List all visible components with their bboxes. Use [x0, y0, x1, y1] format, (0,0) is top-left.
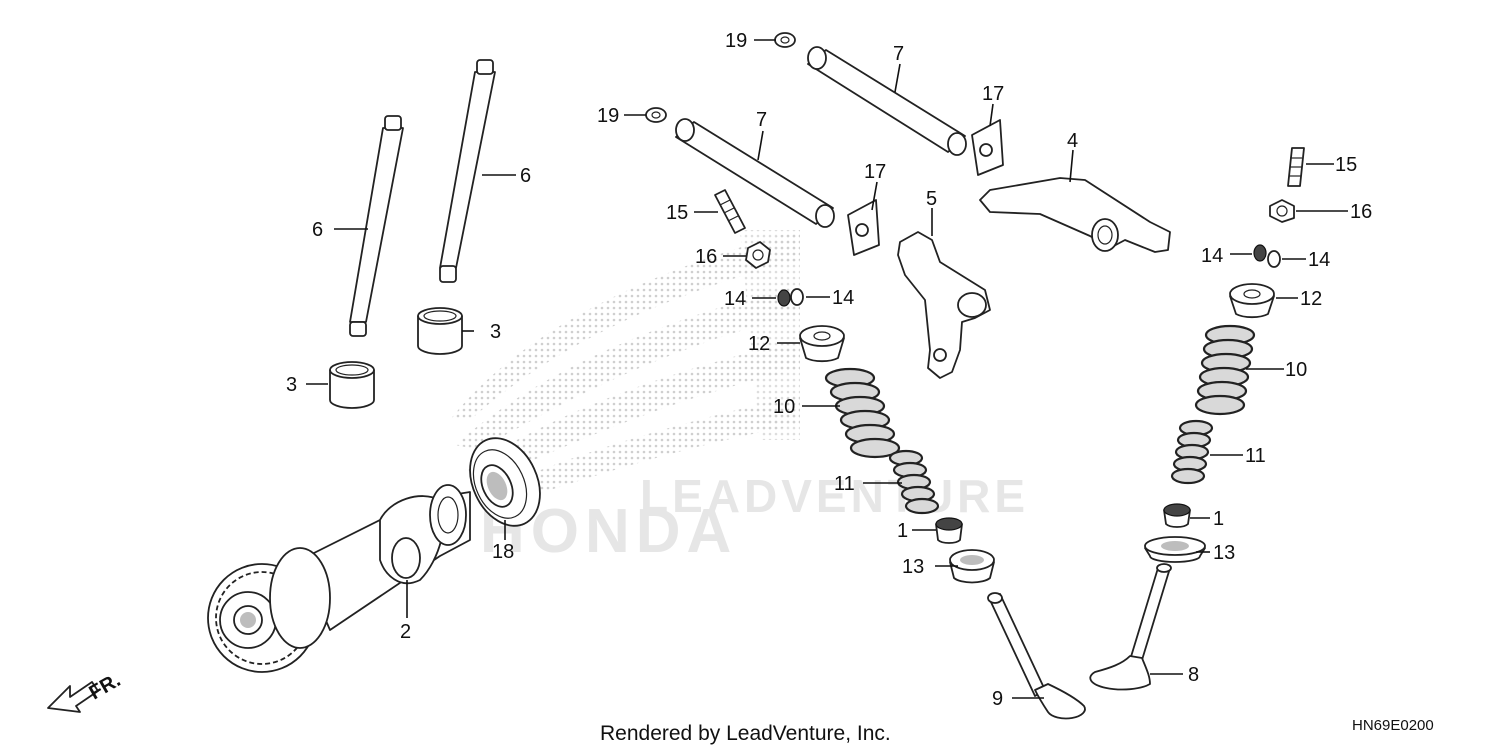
callout-17-upper: 17: [982, 83, 1004, 105]
callout-3-upper: 3: [490, 321, 501, 343]
shaft-plate-lower: [847, 199, 880, 256]
rocker-arm-right: [979, 177, 1171, 253]
spring-seat-left: [949, 549, 995, 584]
callout-5: 5: [926, 188, 937, 210]
callout-15-left: 15: [666, 202, 688, 224]
front-label: FR.: [86, 669, 125, 704]
callout-2: 2: [400, 621, 411, 643]
callout-18: 18: [492, 541, 514, 563]
valve-exhaust: [987, 592, 1086, 720]
lock-nut-right: [1269, 199, 1295, 223]
cotter-right-b: [1267, 250, 1281, 268]
callout-11-left: 11: [834, 473, 855, 495]
callout-12-left: 12: [748, 333, 770, 355]
stem-seal-right: [1163, 503, 1191, 528]
callout-6-right: 6: [520, 165, 531, 187]
inner-valve-spring-left: [888, 449, 940, 515]
bearing: [469, 437, 541, 527]
tappet-upper: [417, 307, 463, 355]
tappet-lower: [329, 361, 375, 409]
callout-1-left: 1: [897, 520, 908, 542]
callout-7-upper: 7: [893, 43, 904, 65]
spring-retainer-right: [1229, 283, 1275, 319]
callout-8: 8: [1188, 664, 1199, 686]
clip-lower: [645, 107, 667, 123]
callout-14-right-b: 14: [1308, 249, 1330, 271]
callout-16-right: 16: [1350, 201, 1372, 223]
callout-11-right: 11: [1245, 445, 1266, 467]
spring-seat-right: [1144, 536, 1206, 563]
cotter-left-b: [790, 288, 804, 306]
diagram-code: HN69E0200: [1352, 717, 1434, 734]
callout-13-right: 13: [1213, 542, 1235, 564]
rocker-shaft-lower: [675, 118, 835, 228]
lock-nut-left: [745, 241, 771, 269]
camshaft: [207, 484, 471, 673]
adjusting-screw-left: [714, 189, 746, 234]
callout-4: 4: [1067, 130, 1078, 152]
clip-upper: [774, 32, 796, 48]
callout-1-right: 1: [1213, 508, 1224, 530]
leader-lines: [306, 39, 1348, 699]
callout-14-left-a: 14: [724, 288, 746, 310]
outer-valve-spring-right: [1194, 324, 1256, 416]
callout-7-lower: 7: [756, 109, 767, 131]
outer-valve-spring-left: [824, 367, 901, 459]
rocker-arm-center: [897, 231, 991, 379]
rocker-shaft-upper: [807, 46, 967, 156]
front-direction-indicator: FR.: [47, 669, 125, 713]
callout-labels: 19 7 17 19 7 4 6 6 15 17 5 15 16 16 14 1…: [286, 30, 1372, 710]
callout-16-left: 16: [695, 246, 717, 268]
callout-12-right: 12: [1300, 288, 1322, 310]
callout-19-lower: 19: [597, 105, 619, 127]
callout-9: 9: [992, 688, 1003, 710]
spring-retainer-left: [799, 325, 845, 363]
callout-3-lower: 3: [286, 374, 297, 396]
stem-seal-left: [935, 517, 963, 544]
render-credit: Rendered by LeadVenture, Inc.: [600, 722, 891, 745]
callout-6-left: 6: [312, 219, 323, 241]
inner-valve-spring-right: [1170, 419, 1214, 485]
callout-13-left: 13: [902, 556, 924, 578]
callout-17-lower: 17: [864, 161, 886, 183]
leadventure-watermark-text: LEADVENTURE: [640, 470, 1029, 522]
callout-14-right-a: 14: [1201, 245, 1223, 267]
cotter-left-a: [777, 289, 791, 307]
callout-15-right: 15: [1335, 154, 1357, 176]
shaft-plate-upper: [971, 119, 1004, 176]
push-rod-right: [439, 59, 496, 283]
push-rod-left: [349, 115, 404, 337]
callout-14-left-b: 14: [832, 287, 854, 309]
callout-10-right: 10: [1285, 359, 1307, 381]
callout-19-upper: 19: [725, 30, 747, 52]
callout-10-left: 10: [773, 396, 795, 418]
cotter-right-a: [1253, 244, 1267, 262]
adjusting-screw-right: [1287, 147, 1305, 187]
valve-intake: [1089, 563, 1172, 691]
